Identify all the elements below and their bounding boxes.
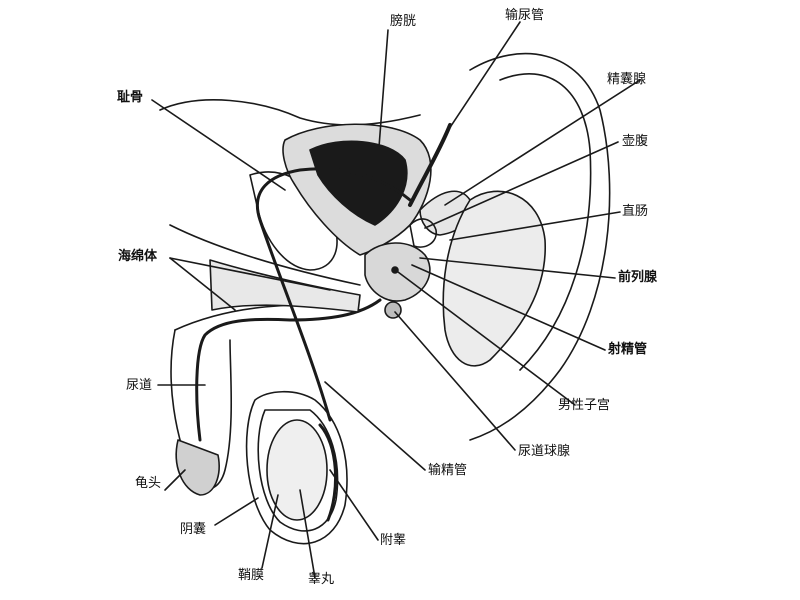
vas-deferens-tube xyxy=(255,167,412,422)
label-rectum: 直肠 xyxy=(622,204,649,219)
penis-upper xyxy=(169,224,361,286)
back-contour-inner xyxy=(499,73,592,371)
label-pubis: 耻骨 xyxy=(117,90,144,105)
label-tunica-vaginalis: 鞘膜 xyxy=(238,568,265,583)
label-prostate: 前列腺 xyxy=(618,270,658,285)
label-urethra: 尿道 xyxy=(126,378,153,393)
leader-pubis xyxy=(151,99,286,191)
label-epididymis: 附睾 xyxy=(380,533,407,548)
leader-prostate xyxy=(419,257,616,279)
leader-corpus-2 xyxy=(169,257,236,311)
leader-glans xyxy=(164,469,186,491)
leader-vas xyxy=(324,381,426,471)
label-bulbourethral-gland: 尿道球腺 xyxy=(518,444,571,459)
label-ampulla: 壶腹 xyxy=(622,134,649,149)
label-vas-deferens: 输精管 xyxy=(428,463,468,478)
leader-corpus xyxy=(169,257,331,291)
leader-epididymis xyxy=(329,469,379,541)
leader-seminal-vesicle xyxy=(444,79,641,206)
leader-ejaculatory xyxy=(411,264,606,351)
label-ejaculatory-duct: 射精管 xyxy=(608,342,648,357)
utricle-shape xyxy=(391,266,399,274)
leader-ampulla xyxy=(424,141,619,229)
glans-shape xyxy=(175,439,220,496)
label-glans: 龟头 xyxy=(135,476,162,491)
testis-shape xyxy=(266,419,328,521)
leader-bulbourethral xyxy=(394,311,516,451)
scrotum-shape xyxy=(245,390,348,545)
ampulla-shape xyxy=(409,218,437,248)
rectum-shape xyxy=(442,190,546,367)
leader-bladder xyxy=(377,29,389,161)
label-ureter: 输尿管 xyxy=(505,8,545,23)
label-seminal-vesicle: 精囊腺 xyxy=(607,72,647,87)
urethra-channel xyxy=(195,298,382,442)
label-prostatic-utricle: 男性子宫 xyxy=(558,398,611,413)
leader-ureter xyxy=(444,21,521,136)
leader-tunica xyxy=(261,494,279,569)
label-bladder: 膀胱 xyxy=(390,14,417,29)
back-contour xyxy=(469,52,611,441)
label-scrotum: 阴囊 xyxy=(180,522,207,537)
leader-utricle xyxy=(397,271,576,406)
epididymis-shape xyxy=(318,423,337,522)
label-testis: 睾丸 xyxy=(308,572,335,587)
leader-rectum xyxy=(449,211,621,241)
leader-scrotum xyxy=(214,497,259,526)
leader-testis xyxy=(299,489,316,579)
tunica-shape xyxy=(257,409,339,532)
label-corpus-spongiosum: 海绵体 xyxy=(118,249,158,264)
